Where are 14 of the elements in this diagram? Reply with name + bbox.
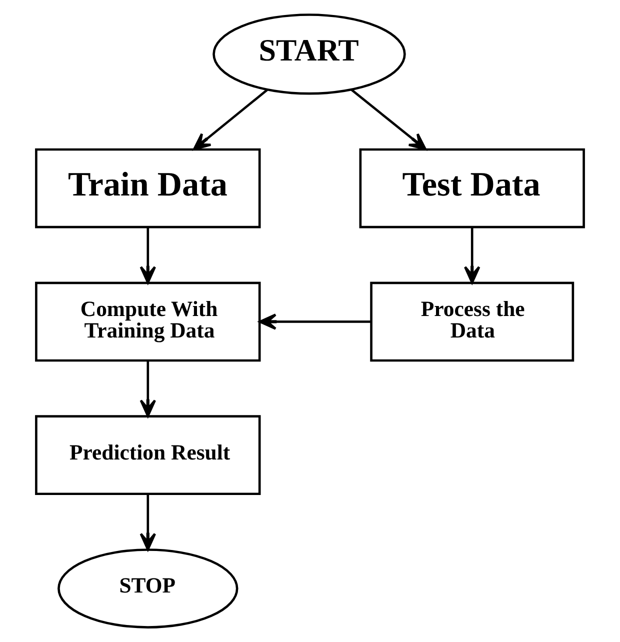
node-box: Compute With Training Data: [35, 282, 261, 362]
arrow: [193, 88, 268, 150]
arrow: [140, 228, 156, 284]
node-box: Test Data: [359, 148, 585, 228]
node-ellipse: STOP: [58, 548, 238, 628]
node-box: Train Data: [35, 148, 261, 228]
arrow: [140, 360, 156, 418]
arrow: [140, 494, 156, 551]
node-box: Process the Data: [370, 282, 574, 362]
arrow: [258, 314, 371, 330]
arrow: [464, 228, 480, 284]
node-ellipse: START: [212, 14, 406, 95]
node-box: Prediction Result: [35, 415, 261, 496]
arrow: [350, 88, 427, 150]
